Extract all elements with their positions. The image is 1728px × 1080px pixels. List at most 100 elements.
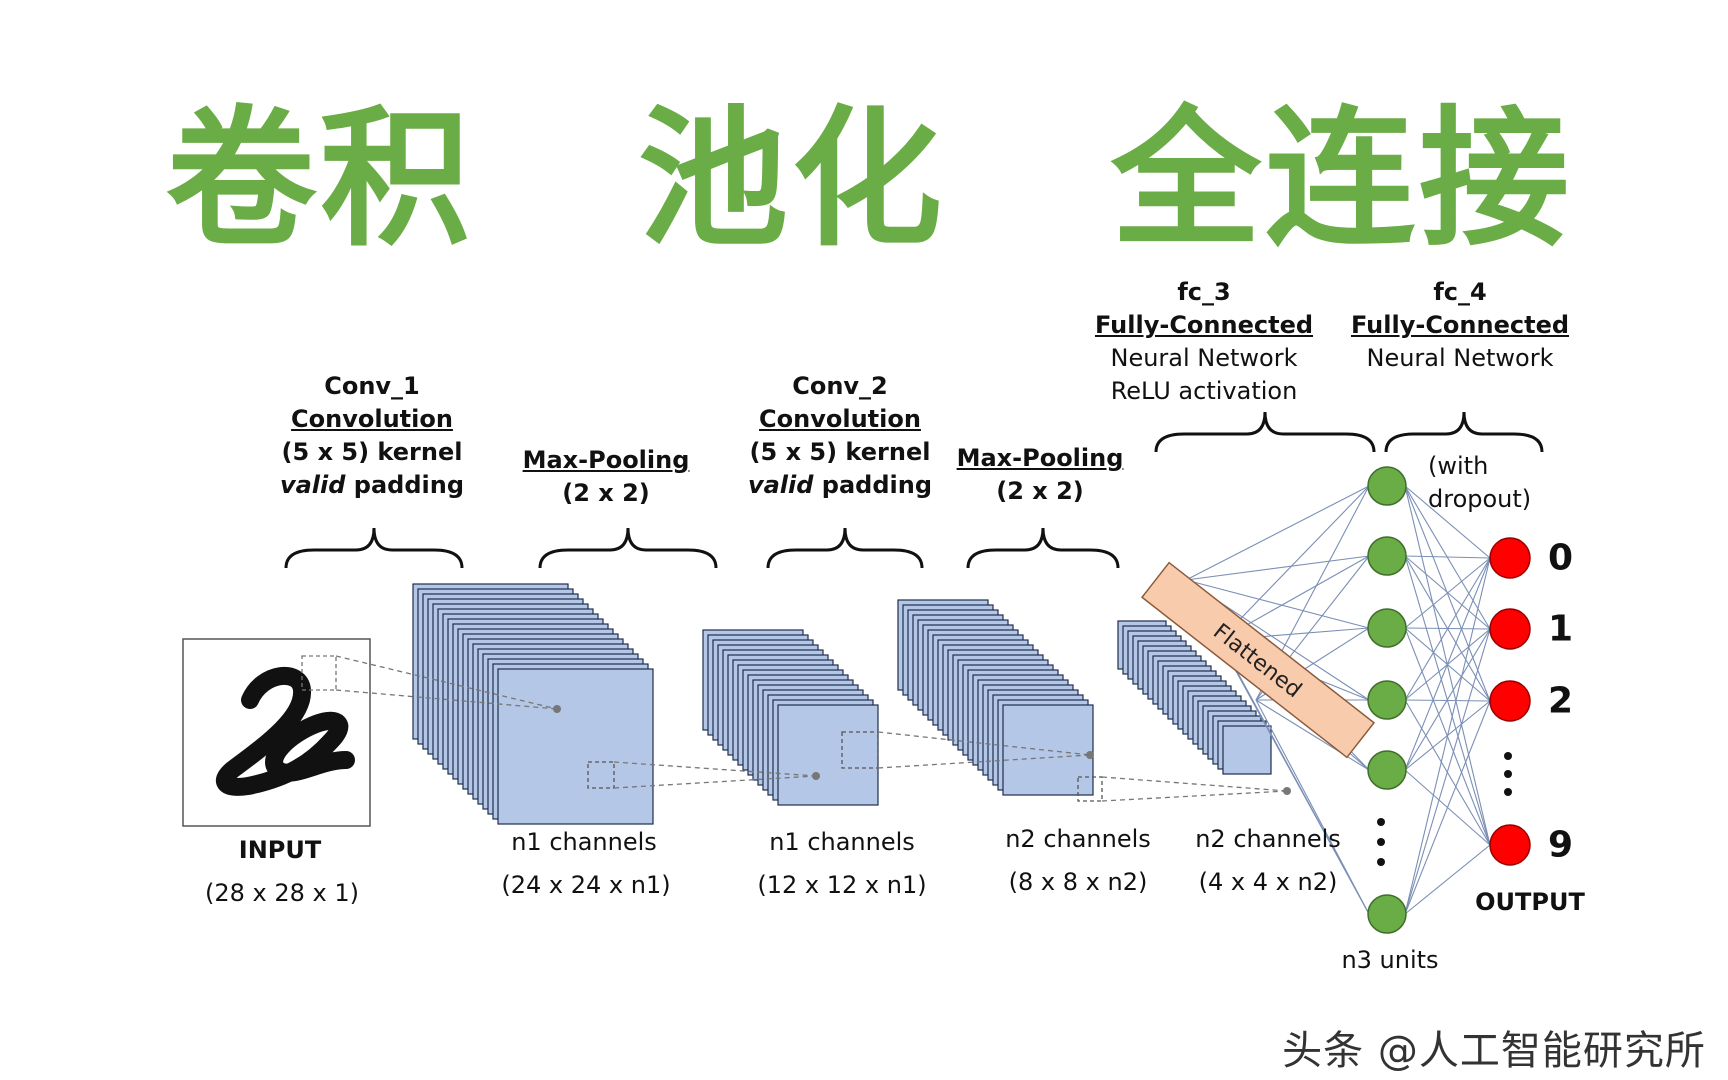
conv2-feature-map-21 [1002, 704, 1094, 796]
input-label: INPUT [239, 834, 321, 867]
conv1-padding-word: valid [279, 471, 346, 499]
hidden-node-2 [1367, 608, 1407, 648]
fc-link-3-0 [1404, 557, 1491, 701]
conv1-feature-map-17 [497, 668, 654, 825]
c2-dims: (8 x 8 x n2) [1008, 868, 1148, 896]
fc3-label: fc_3 Fully-Connected Neural Network ReLU… [1095, 276, 1313, 408]
flatten-link-0-1 [1185, 555, 1370, 581]
dropout-line1: (with [1428, 452, 1489, 480]
conv2-padding-word: valid [747, 471, 814, 499]
conv1-window [587, 761, 615, 789]
p1-dims: (12 x 12 x n1) [757, 871, 927, 899]
conv1-kernel: (5 x 5) kernel [281, 438, 463, 466]
fc4-label: fc_4 Fully-Connected Neural Network [1351, 276, 1569, 375]
hidden-ellipsis-dot-1 [1377, 838, 1385, 846]
fc-link-0-0 [1404, 485, 1491, 559]
output-ellipsis-dot-1 [1504, 770, 1512, 778]
pool2-brace [966, 527, 1120, 569]
pool1-size: (2 x 2) [562, 479, 650, 507]
fc-link-5-0 [1404, 557, 1491, 915]
fc3-activation: ReLU activation [1110, 377, 1298, 405]
output-label-0: 0 [1548, 537, 1574, 579]
conv1-name: Conv_1 [324, 372, 420, 400]
flatten-link-2-4 [1255, 699, 1370, 771]
pool1-label: Max-Pooling (2 x 2) [523, 444, 690, 510]
flatten-link-0-0 [1185, 485, 1370, 581]
conv2-name: Conv_2 [792, 372, 888, 400]
output-ellipsis-dot-0 [1504, 752, 1512, 760]
c1-dims: (24 x 24 x n1) [501, 871, 671, 899]
hidden-node-4 [1367, 750, 1407, 790]
output-label-1: 1 [1548, 608, 1574, 650]
hidden-ellipsis-dot-2 [1377, 858, 1385, 866]
fc-link-5-2 [1404, 700, 1491, 915]
proj-c1-top [613, 761, 817, 777]
conv2-window [1077, 776, 1103, 802]
dropout-note: (with dropout) [1428, 450, 1531, 516]
conv2-padding: valid padding [748, 469, 932, 502]
pool2-point [1283, 787, 1291, 795]
output-label-9: 9 [1548, 824, 1574, 866]
proj-input-bottom [335, 689, 558, 710]
c1-channels: n1 channels [511, 828, 657, 856]
fc-link-5-1 [1404, 628, 1491, 915]
proj-input-top [335, 655, 558, 710]
conv2-kernel: (5 x 5) kernel [749, 438, 931, 466]
pool1-point [812, 772, 820, 780]
fc-link-4-0 [1404, 557, 1491, 771]
output-node-3 [1489, 824, 1531, 866]
input-name: INPUT [238, 836, 322, 864]
conv1-brace [284, 527, 464, 569]
heading-fully-connected: 全连接 [1110, 93, 1574, 267]
conv2-padding-rest: padding [813, 471, 933, 499]
hidden-node-3 [1367, 680, 1407, 720]
input-digit-glyph [216, 666, 355, 796]
flatten-link-1-5 [1219, 639, 1370, 915]
dropout-line2: dropout) [1428, 485, 1532, 513]
fc4-desc: Neural Network [1366, 344, 1554, 372]
proj-c1-bottom [613, 775, 817, 789]
fc3-brace [1154, 411, 1376, 453]
fc-link-5-3 [1404, 844, 1491, 915]
fc-link-1-0 [1404, 555, 1491, 559]
flatten-link-2-5 [1255, 699, 1370, 915]
pool1-name: Max-Pooling [522, 446, 690, 474]
output-label-2: 2 [1548, 680, 1574, 722]
hidden-ellipsis-dot-0 [1377, 818, 1385, 826]
conv2-type: Convolution [759, 405, 921, 433]
p2-channels: n2 channels [1195, 825, 1341, 853]
output-node-0 [1489, 537, 1531, 579]
output-node-2 [1489, 680, 1531, 722]
flatten-bar-rect [1140, 561, 1376, 759]
hidden-node-1 [1367, 536, 1407, 576]
fc3-type: Fully-Connected [1094, 311, 1314, 339]
pool2-size: (2 x 2) [996, 477, 1084, 505]
conv1-type: Convolution [291, 405, 453, 433]
flatten-link-0-2 [1185, 579, 1370, 629]
pool1-window [841, 731, 879, 769]
input-receptive-field [301, 655, 337, 691]
fc4-type: Fully-Connected [1350, 311, 1570, 339]
fc4-brace [1384, 411, 1544, 453]
p1-channels: n1 channels [769, 828, 915, 856]
fc-link-0-3 [1404, 485, 1491, 846]
hidden-node-0 [1367, 466, 1407, 506]
conv2-point [1086, 751, 1094, 759]
hidden-node-5 [1367, 894, 1407, 934]
fc-link-2-0 [1404, 557, 1491, 629]
hidden-units-label: n3 units [1341, 946, 1439, 974]
input-dims: (28 x 28 x 1) [205, 879, 359, 907]
output-node-1 [1489, 608, 1531, 650]
fc3-desc: Neural Network [1110, 344, 1298, 372]
flatten-link-1-0 [1219, 485, 1370, 641]
p2-dims: (4 x 4 x n2) [1198, 868, 1338, 896]
proj-c2-bottom [1101, 790, 1288, 802]
conv1-label: Conv_1 Convolution (5 x 5) kernel valid … [280, 370, 464, 502]
fc3-name: fc_3 [1177, 278, 1231, 306]
watermark: 头条 @人工智能研究所 [1282, 1028, 1706, 1074]
fc4-name: fc_4 [1433, 278, 1487, 306]
heading-pooling: 池化 [637, 93, 947, 267]
pool1-brace [538, 527, 718, 569]
